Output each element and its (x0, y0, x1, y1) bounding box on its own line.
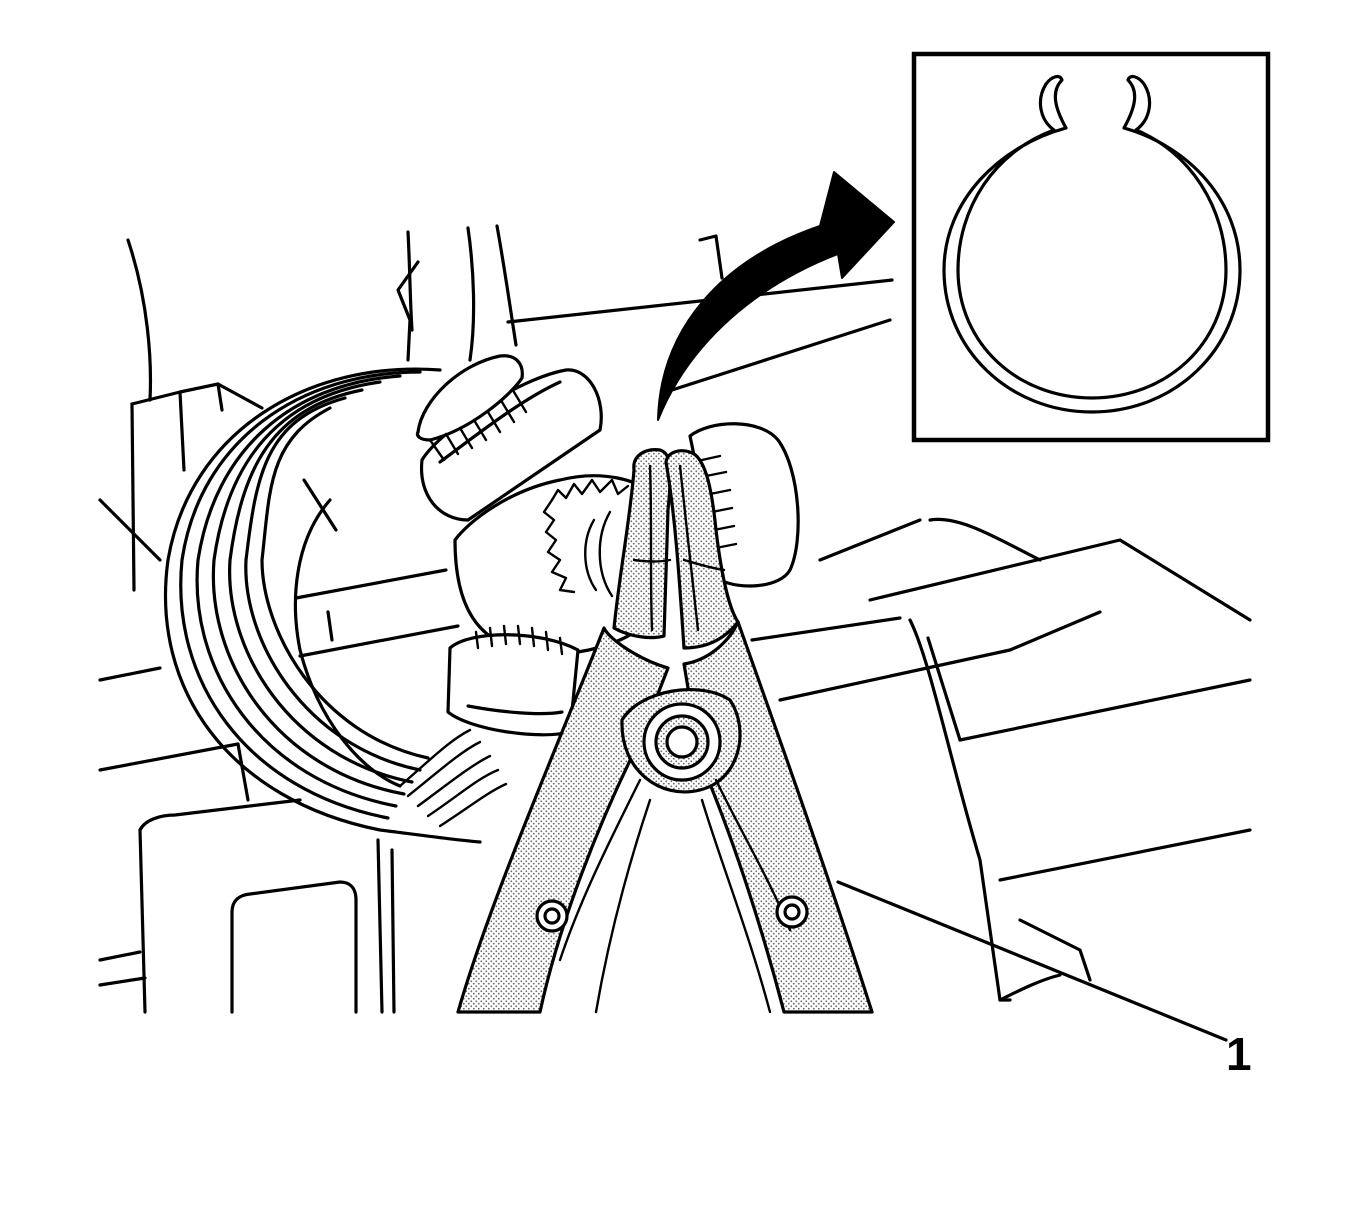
cv-joint-boot (163, 367, 508, 844)
callout-label-1: 1 (1226, 1028, 1252, 1080)
snap-ring-pliers (456, 448, 874, 1014)
vehicle-housing (98, 224, 1252, 1014)
curved-arrow (657, 171, 895, 421)
leader-line (836, 880, 1228, 1042)
tripod-joint (415, 354, 800, 737)
callout-1-group: 1 (836, 880, 1252, 1080)
snap-ring-detail-inset (911, 51, 1271, 443)
